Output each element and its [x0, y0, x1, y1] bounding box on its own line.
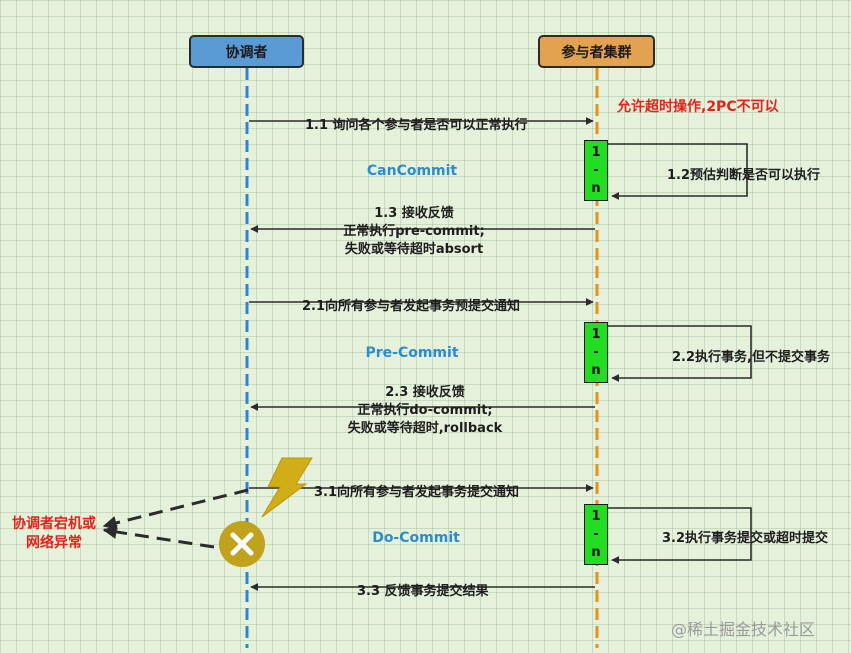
failure-note: 协调者宕机或 网络异常	[8, 515, 100, 553]
response-line: 失败或等待超时,rollback	[347, 421, 503, 436]
phase-label-2: Pre-Commit	[365, 345, 459, 361]
activation-text: -	[593, 527, 599, 542]
activation-text: 1	[591, 327, 601, 342]
coordinator-label: 协调者	[225, 44, 268, 61]
participants-actor: 参与者集群	[538, 35, 655, 68]
activation-text: -	[593, 345, 599, 360]
response-line: 1.3 接收反馈	[374, 206, 454, 221]
activation-text: 1	[591, 509, 601, 524]
response-line: 失败或等待超时absort	[344, 242, 484, 257]
activation-text: n	[591, 181, 601, 196]
phase-label-3: Do-Commit	[372, 530, 460, 546]
failure-note-line: 网络异常	[26, 535, 82, 551]
response-label-2: 2.3 接收反馈 正常执行do-commit; 失败或等待超时,rollback	[348, 384, 503, 438]
activation-bar-3: 1 - n	[584, 504, 608, 565]
lightning-icon	[261, 457, 313, 518]
response-label-3: 3.3 反馈事务提交结果	[357, 584, 489, 599]
activation-text: -	[593, 163, 599, 178]
self-message-label-2: 2.2执行事务,但不提交事务	[672, 350, 830, 365]
request-label-1: 1.1 询问各个参与者是否可以正常执行	[305, 118, 528, 133]
failure-note-line: 协调者宕机或	[12, 516, 96, 532]
error-x-icon	[219, 521, 265, 567]
request-label-2: 2.1向所有参与者发起事务预提交通知	[302, 299, 521, 314]
activation-text: n	[591, 545, 601, 560]
failure-arrow-upper	[102, 488, 249, 530]
self-message-label-3: 3.2执行事务提交或超时提交	[662, 531, 829, 546]
self-arrow-2	[608, 325, 752, 382]
response-line: 正常执行do-commit;	[357, 403, 493, 418]
phase-label-1: CanCommit	[366, 163, 458, 179]
self-arrow-1	[608, 143, 748, 200]
activation-bar-2: 1 - n	[584, 322, 608, 383]
self-arrow-3	[608, 507, 752, 564]
activation-text: 1	[591, 145, 601, 160]
failure-arrow-lower	[102, 525, 215, 549]
self-message-label-1: 1.2预估判断是否可以执行	[667, 168, 821, 183]
coordinator-actor: 协调者	[189, 35, 304, 68]
participants-label: 参与者集群	[561, 44, 632, 61]
response-label-1: 1.3 接收反馈 正常执行pre-commit; 失败或等待超时absort	[343, 205, 485, 259]
watermark: @稀土掘金技术社区	[671, 620, 816, 639]
request-label-3: 3.1向所有参与者发起事务提交通知	[314, 485, 520, 500]
activation-text: n	[591, 363, 601, 378]
timeout-note: 允许超时操作,2PC不可以	[617, 99, 779, 115]
response-line: 2.3 接收反馈	[385, 385, 465, 400]
response-line: 正常执行pre-commit;	[343, 224, 485, 239]
activation-bar-1: 1 - n	[584, 140, 608, 201]
